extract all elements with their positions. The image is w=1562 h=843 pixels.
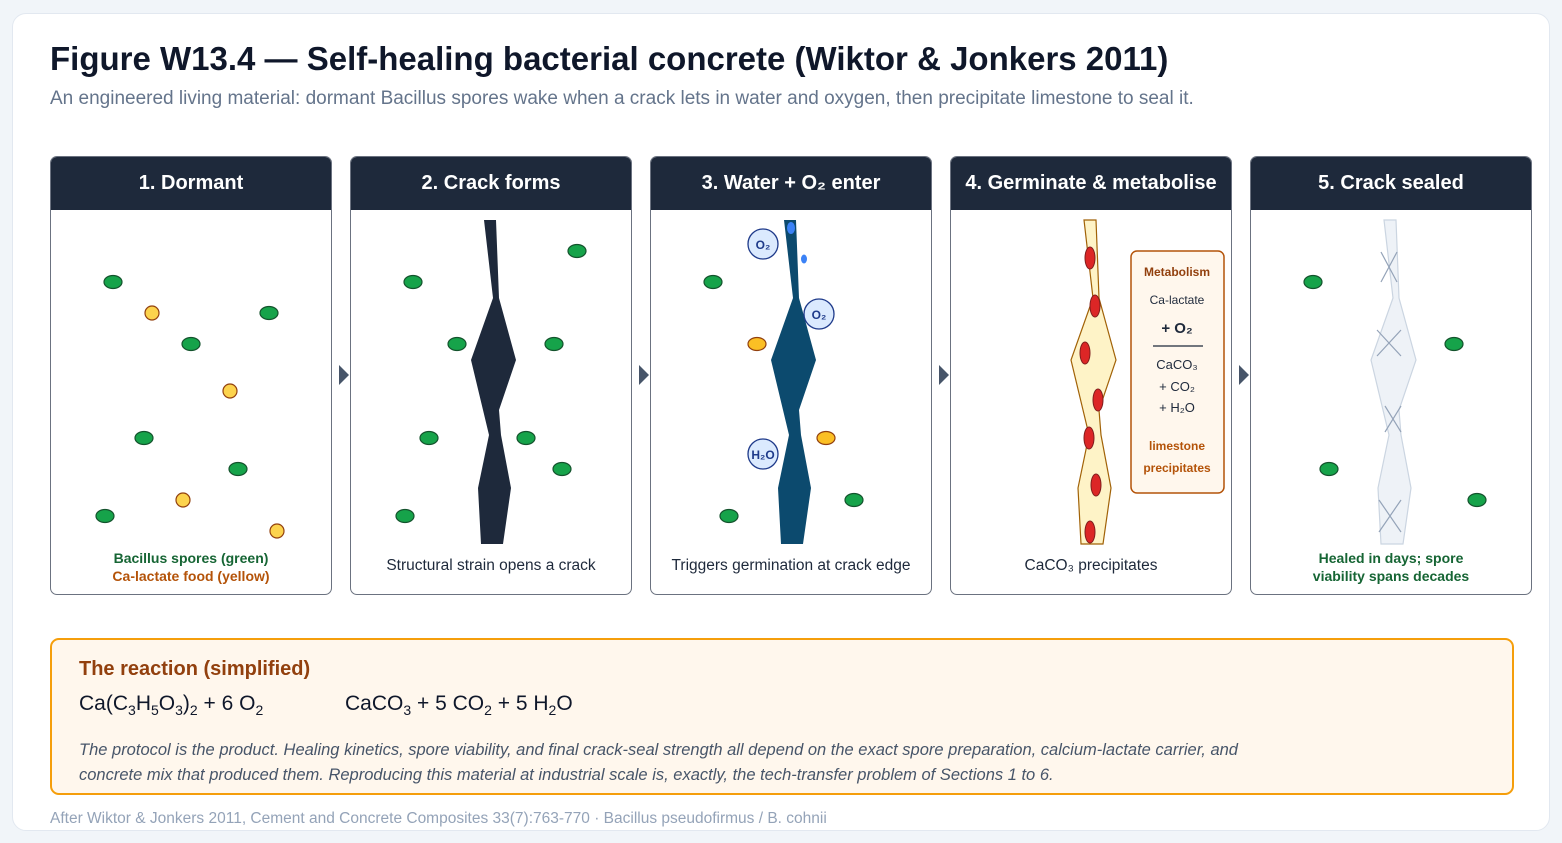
spore — [134, 430, 154, 446]
crack — [471, 220, 516, 544]
water-droplet — [801, 254, 807, 264]
crystal-mark — [1376, 329, 1402, 357]
calcite-crack — [1070, 219, 1117, 545]
panel-germinate-illustration: Metabolism Ca-lactate + O₂ CaCO₃ + CO₂ +… — [1025, 219, 1225, 574]
panel-title: 3. Water + O₂ enter — [651, 157, 931, 210]
germinating-spore — [747, 336, 767, 352]
active-bacterium — [1084, 246, 1096, 270]
spore — [1319, 461, 1339, 477]
step-arrow — [639, 365, 649, 385]
water-filled-crack — [771, 220, 816, 544]
spore — [228, 461, 248, 477]
food-particle — [144, 305, 160, 321]
panel-title: 1. Dormant — [51, 157, 331, 210]
caption-food: Ca-lactate food (yellow) — [112, 568, 269, 584]
oxygen-bubble — [747, 228, 779, 260]
sealed-crack — [1370, 219, 1417, 545]
active-bacterium — [1090, 473, 1102, 497]
metabolism-box — [1130, 250, 1225, 494]
panel-dormant: 1. Dormant Bacillus spores (green) Ca-la… — [50, 156, 332, 595]
spore — [703, 274, 723, 290]
active-bacterium — [1089, 294, 1101, 318]
water-droplet — [787, 222, 795, 234]
spore — [103, 274, 123, 290]
active-bacterium — [1079, 341, 1091, 365]
caption: CaCO₃ precipitates — [1025, 557, 1158, 574]
crystal-mark — [1380, 251, 1398, 283]
panel-sealed: 5. Crack sealed Healed in days; spore vi… — [1250, 156, 1532, 595]
spore — [447, 336, 467, 352]
caption: Structural strain opens a crack — [386, 557, 596, 574]
active-bacterium — [1083, 426, 1095, 450]
spore — [552, 461, 572, 477]
spore — [567, 243, 587, 259]
figure-footer: After Wiktor & Jonkers 2011, Cement and … — [50, 810, 827, 827]
panel-title: 4. Germinate & metabolise — [951, 157, 1231, 210]
panel-dormant-illustration: Bacillus spores (green) Ca-lactate food … — [95, 274, 285, 584]
spore — [1444, 336, 1464, 352]
food-particle — [222, 383, 238, 399]
caption: Triggers germination at crack edge — [672, 557, 911, 574]
panel-germinate: 4. Germinate & metabolise Metabolism Ca-… — [950, 156, 1232, 595]
reaction-box: The reaction (simplified) Ca(C3H5O3)2 + … — [50, 638, 1514, 795]
spore — [419, 430, 439, 446]
reaction-title: The reaction (simplified) — [79, 658, 311, 680]
panel-title: 5. Crack sealed — [1251, 157, 1531, 210]
caption-line: viability spans decades — [1313, 568, 1470, 584]
panel-crack-forms: 2. Crack forms Structural strain opens a… — [350, 156, 632, 595]
spore — [544, 336, 564, 352]
o2-label: O₂ — [756, 238, 771, 252]
germinating-spore — [816, 430, 836, 446]
metabolism-product: CaCO₃ — [1156, 357, 1197, 372]
step-arrow — [939, 365, 949, 385]
reaction-products: CaCO3 + 5 CO2 + 5 H2O — [345, 692, 573, 719]
spore — [259, 305, 279, 321]
metabolism-title: Metabolism — [1144, 265, 1210, 279]
metabolism-note: limestone — [1149, 439, 1205, 453]
metabolism-product: + H₂O — [1159, 400, 1195, 415]
panel-crack-illustration: Structural strain opens a crack — [386, 220, 596, 574]
step-arrow — [1239, 365, 1249, 385]
food-particle — [175, 492, 191, 508]
caption-spores: Bacillus spores (green) — [114, 550, 269, 566]
food-particle — [269, 523, 285, 539]
panel-water-illustration: O₂ O₂ H₂O Triggers germination at crack … — [672, 220, 911, 574]
oxygen-bubble — [803, 298, 835, 330]
reaction-note: The protocol is the product. Healing kin… — [79, 741, 1238, 784]
step-arrow — [339, 365, 349, 385]
spore — [1303, 274, 1323, 290]
h2o-label: H₂O — [751, 448, 774, 462]
active-bacterium — [1084, 520, 1096, 544]
figure-subtitle: An engineered living material: dormant B… — [50, 88, 1194, 109]
metabolism-reactant: Ca-lactate — [1150, 293, 1205, 307]
reaction-reactants: Ca(C3H5O3)2 + 6 O2 — [79, 692, 264, 719]
metabolism-note: precipitates — [1143, 461, 1211, 475]
crystal-mark — [1378, 499, 1402, 533]
spore — [403, 274, 423, 290]
caption-line: Healed in days; spore — [1319, 550, 1464, 566]
figure-title: Figure W13.4 — Self-healing bacterial co… — [50, 40, 1169, 77]
water-bubble — [747, 438, 779, 470]
spore — [719, 508, 739, 524]
spore — [516, 430, 536, 446]
panel-title: 2. Crack forms — [351, 157, 631, 210]
crystal-mark — [1384, 405, 1402, 433]
metabolism-product: + CO₂ — [1159, 379, 1195, 394]
spore — [181, 336, 201, 352]
panel-water-oxygen: 3. Water + O₂ enter O₂ O₂ H₂O Triggers g… — [650, 156, 932, 595]
metabolism-oxygen: + O₂ — [1161, 320, 1192, 337]
o2-label: O₂ — [812, 308, 827, 322]
spore — [395, 508, 415, 524]
spore — [95, 508, 115, 524]
panel-sealed-illustration: Healed in days; spore viability spans de… — [1303, 219, 1487, 584]
spore — [1467, 492, 1487, 508]
spore — [844, 492, 864, 508]
active-bacterium — [1092, 388, 1104, 412]
